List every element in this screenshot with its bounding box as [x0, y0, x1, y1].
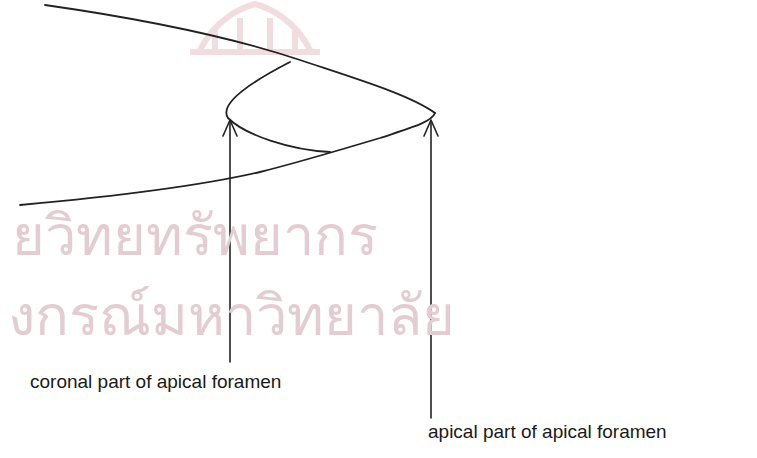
part-label: coronal part of apical foramen [30, 372, 281, 393]
watermark-text: งกรณ์มหาวิทยาลัย [8, 285, 455, 347]
part-label: apical part of apical foramen [428, 422, 667, 443]
emblem-watermark [190, 4, 320, 52]
watermark-text: ยวิทยทรัพยากร [12, 205, 378, 267]
root-outline [20, 5, 435, 205]
